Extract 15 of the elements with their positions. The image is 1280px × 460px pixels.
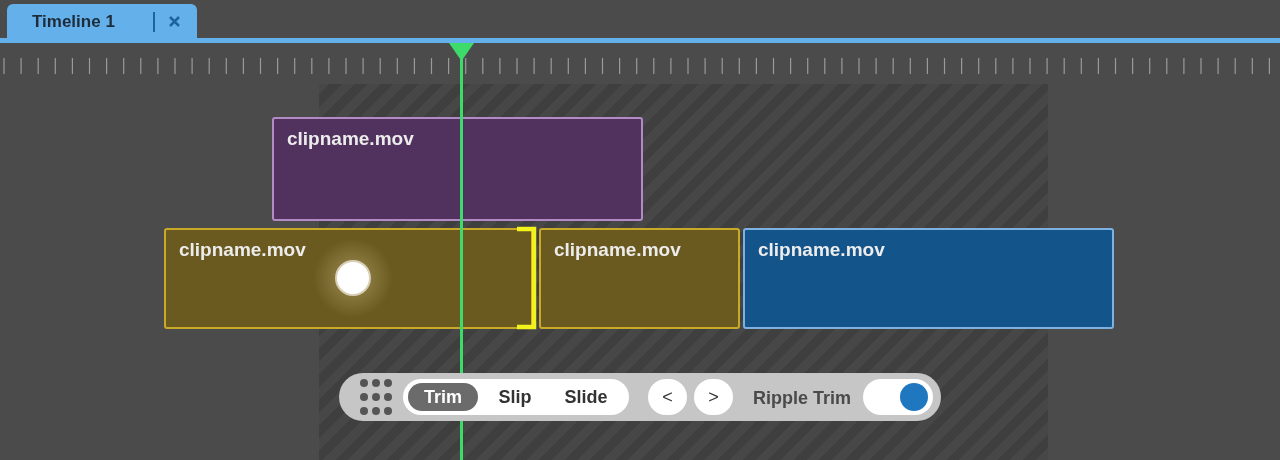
previous-button: < xyxy=(648,379,687,415)
clip xyxy=(743,228,1114,329)
trim-tab: Trim xyxy=(408,383,478,411)
tab-title: Timeline 1 xyxy=(32,11,115,34)
clip-name: clipname.mov xyxy=(179,238,306,262)
clip-name: clipname.mov xyxy=(554,238,681,262)
clip xyxy=(272,117,643,221)
toggle-label: Ripple Trim xyxy=(753,387,851,410)
slide-tab: Slide xyxy=(553,383,619,411)
clip xyxy=(539,228,740,329)
clip xyxy=(164,228,533,329)
slip-tab: Slip xyxy=(487,383,543,411)
clip-name: clipname.mov xyxy=(758,238,885,262)
next-button: > xyxy=(694,379,733,415)
clip-name: clipname.mov xyxy=(287,127,414,151)
